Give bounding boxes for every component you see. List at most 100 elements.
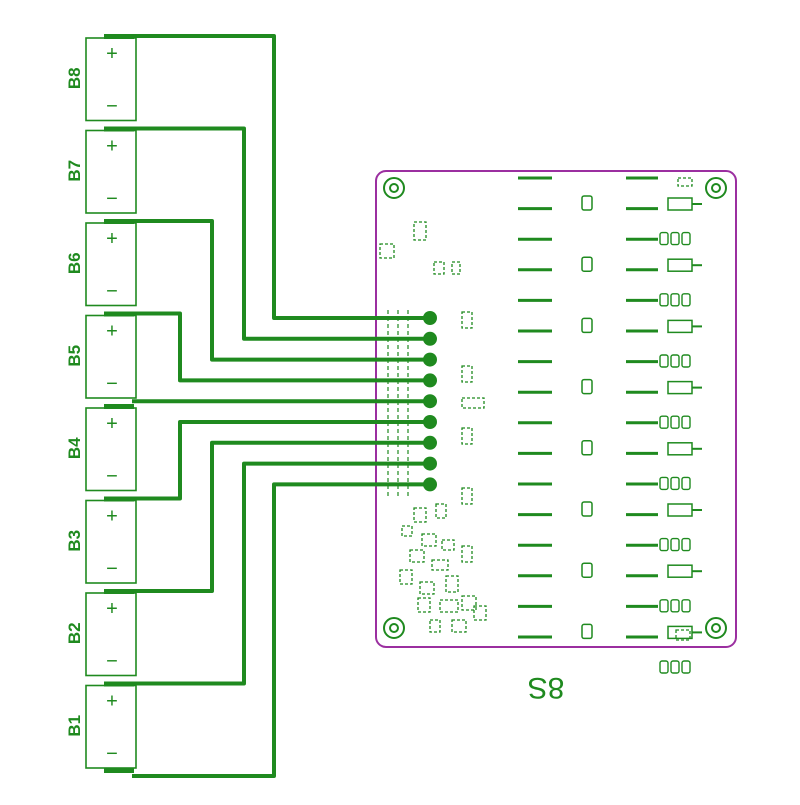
smd-component <box>461 365 473 383</box>
smd-component <box>675 629 691 641</box>
positive-sign: + <box>106 413 118 435</box>
balance-wire <box>132 440 430 593</box>
balance-wire <box>132 126 430 341</box>
cell-terminal-negative <box>104 768 134 773</box>
balance-ic-pad <box>681 231 691 246</box>
cell-terminal-positive <box>104 219 134 224</box>
smd-component <box>441 539 455 551</box>
mounting-hole-bottom-right <box>705 617 727 639</box>
smd-component <box>409 549 425 563</box>
smd-component <box>451 619 467 633</box>
positive-sign: + <box>106 228 118 250</box>
smd-component <box>413 507 427 523</box>
balance-wire <box>132 311 430 383</box>
cell-label: B8 <box>65 67 84 89</box>
balance-pin <box>423 331 437 346</box>
board-outline <box>375 170 737 648</box>
mounting-hole-top-left <box>383 177 405 199</box>
cell-b3: + −B3 <box>65 496 137 584</box>
balance-wire <box>132 420 430 501</box>
positive-sign: + <box>106 506 118 528</box>
balance-capacitor <box>581 501 593 517</box>
balance-capacitor <box>581 378 593 395</box>
board-label: 8S <box>528 671 565 704</box>
cell-b5: +−B5 <box>65 311 137 399</box>
balance-ic-pad <box>659 293 669 307</box>
balance-pin <box>423 456 437 471</box>
balance-led <box>667 197 693 211</box>
balance-ic-pad <box>670 476 680 491</box>
balance-pin <box>423 352 437 367</box>
negative-sign: − <box>106 743 118 765</box>
balance-ic-pad <box>659 476 669 491</box>
balance-pin <box>423 311 437 325</box>
smd-component <box>445 575 459 593</box>
negative-sign: − <box>106 651 118 673</box>
balance-ic-pad <box>681 354 691 368</box>
smd-component <box>461 545 473 563</box>
balance-ic-pad <box>670 415 680 429</box>
bms-board: 8S <box>375 170 737 704</box>
balance-ic-pad <box>670 599 680 613</box>
balance-ic-pad <box>681 599 691 613</box>
balance-ic-pad <box>659 415 669 429</box>
cell-terminal-positive <box>104 589 134 594</box>
positive-sign: + <box>106 598 118 620</box>
smd-component <box>677 177 693 187</box>
balance-ic-pad <box>659 660 669 674</box>
balance-capacitor <box>581 562 593 578</box>
smd-component <box>461 311 473 329</box>
balance-ic-pad <box>681 476 691 491</box>
negative-sign: − <box>106 96 118 118</box>
cell-b7: + −B7 <box>65 126 137 214</box>
smd-component <box>421 533 437 547</box>
balance-ic-pad <box>670 660 680 674</box>
balance-led <box>667 503 693 517</box>
balance-led <box>667 319 693 334</box>
balance-ic-pad <box>681 537 691 552</box>
cell-label: B7 <box>65 160 84 182</box>
cell-label: B3 <box>65 530 84 552</box>
smd-component <box>461 427 473 445</box>
balance-led <box>667 625 693 640</box>
smd-component <box>473 605 487 621</box>
smd-component <box>379 243 395 259</box>
balance-wires <box>132 34 430 778</box>
balance-ic-pad <box>681 415 691 429</box>
balance-capacitor <box>581 256 593 272</box>
balance-ic-pad <box>670 354 680 368</box>
balance-capacitor <box>581 440 593 456</box>
smd-component <box>413 221 427 241</box>
balance-pin <box>423 394 437 409</box>
negative-sign: − <box>106 281 118 303</box>
cell-label: B2 <box>65 622 84 644</box>
cell-terminal-positive <box>104 681 134 687</box>
cell-label: B6 <box>65 252 84 274</box>
balance-ic-pad <box>659 231 669 246</box>
negative-sign: − <box>106 188 118 210</box>
balance-wire <box>132 34 430 320</box>
cell-terminal-positive <box>104 34 134 39</box>
cell-terminal-positive <box>104 311 134 317</box>
balance-led <box>667 564 693 578</box>
negative-sign: − <box>106 558 118 580</box>
smd-component <box>461 397 485 409</box>
cell-b4: +−B4 <box>65 404 137 492</box>
board-components <box>379 176 702 674</box>
smd-component <box>399 569 413 585</box>
balance-capacitor <box>581 195 593 211</box>
smd-component <box>431 559 449 571</box>
positive-sign: + <box>106 136 118 158</box>
balance-capacitor <box>581 623 593 640</box>
smd-component <box>401 525 413 537</box>
cell-b6: + −B6 <box>65 219 137 307</box>
balance-led <box>667 258 693 272</box>
cell-b2: + −B2 <box>65 589 137 677</box>
battery-cells: +−B8+−B7+−B6+−B5+−B4+−B3+−B2+−B1 <box>65 34 137 773</box>
smd-component <box>419 581 435 595</box>
balance-ic-pad <box>681 660 691 674</box>
balance-led <box>667 442 693 456</box>
balance-ic-pad <box>659 537 669 552</box>
balance-wire <box>132 219 430 362</box>
